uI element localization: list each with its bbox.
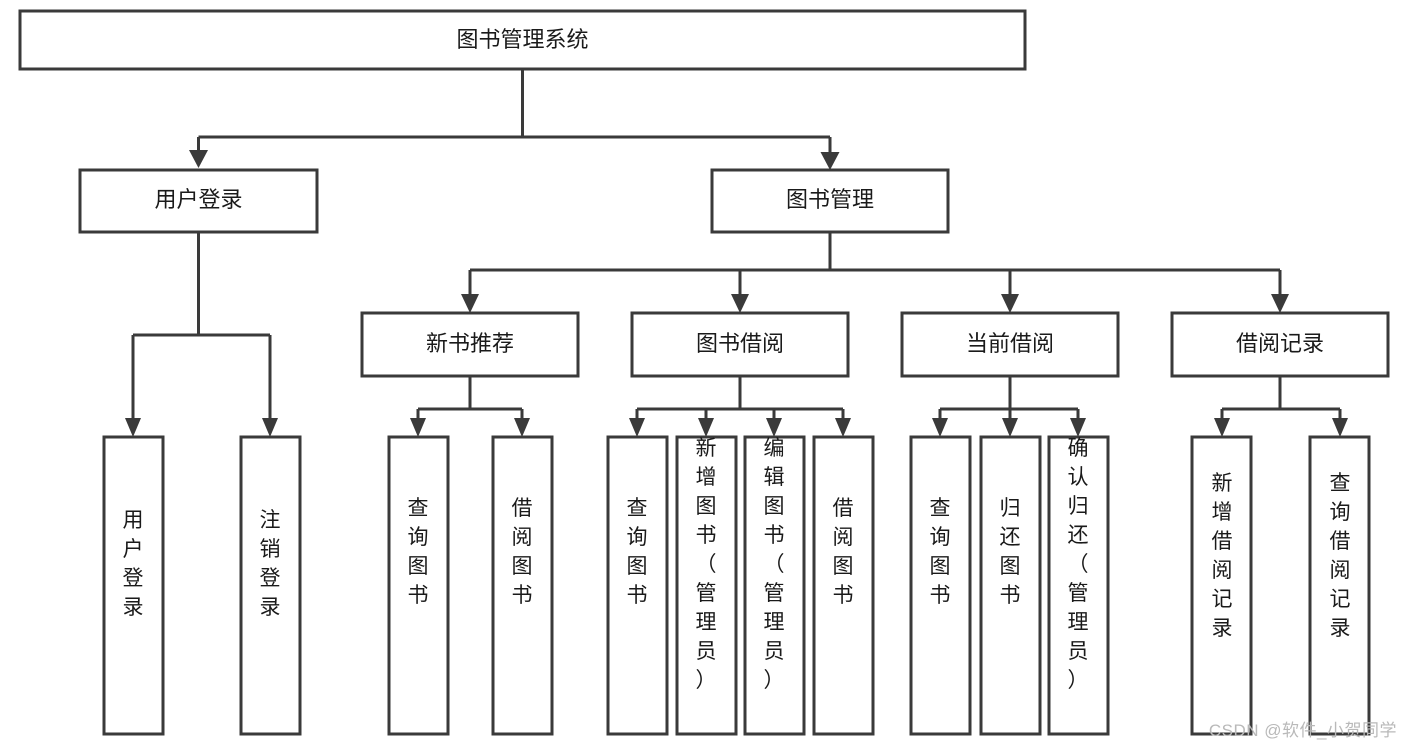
leaf-borrow-edit-book-box[interactable] [743, 435, 806, 736]
arrow-newbook-leaf-1-icon [410, 418, 426, 437]
arrow-to-borrow-icon [731, 294, 749, 313]
leaf-user-login-logout[interactable]: 注销登录 [239, 435, 302, 736]
leaf-current-return-label: 归还图书 [1000, 497, 1021, 607]
leaf-user-login-login-label: 用户登录 [123, 509, 144, 619]
arrow-to-current-icon [1001, 294, 1019, 313]
node-user-login-label: 用户登录 [154, 187, 242, 212]
csdn-watermark: CSDN @软件_小贺同学 [1208, 721, 1397, 740]
leaf-borrow-edit-book[interactable]: 编辑图书（管理员） [743, 435, 806, 736]
leaf-borrow-query[interactable]: 查询图书 [606, 435, 669, 736]
node-book-management-box[interactable] [710, 168, 950, 234]
leaf-record-query-box[interactable] [1308, 435, 1371, 736]
node-current-borrow-box[interactable] [900, 311, 1120, 378]
node-user-login-box[interactable] [78, 168, 319, 234]
node-book-borrow-box[interactable] [630, 311, 850, 378]
leaf-borrow-borrow-book-box[interactable] [812, 435, 875, 736]
node-new-book-recommend-box[interactable] [360, 311, 580, 378]
arrow-borrow-leaf-1-icon [629, 418, 645, 437]
arrow-current-leaf-3-icon [1070, 418, 1086, 437]
leaf-user-login-logout-label: 注销登录 [260, 509, 281, 619]
arrow-current-leaf-2-icon [1002, 418, 1018, 437]
node-current-borrow[interactable]: 当前借阅 [900, 311, 1120, 378]
leaf-borrow-add-book[interactable]: 新增图书（管理员） [675, 435, 738, 736]
leaf-record-query[interactable]: 查询借阅记录 [1308, 435, 1371, 736]
arrow-to-record-icon [1271, 294, 1289, 313]
leaf-user-login-login-box[interactable] [102, 435, 165, 736]
leaf-current-confirm-return[interactable]: 确认归还（管理员） [1047, 435, 1110, 736]
leaf-current-confirm-return-label: 确认归还（管理员） [1068, 437, 1089, 692]
leaf-record-query-label: 查询借阅记录 [1330, 472, 1351, 640]
leaf-new-book-query-box[interactable] [387, 435, 450, 736]
leaf-new-book-query[interactable]: 查询图书 [387, 435, 450, 736]
arrow-borrow-leaf-3-icon [766, 418, 782, 437]
leaf-borrow-add-book-label: 新增图书（管理员） [696, 437, 717, 692]
leaf-borrow-query-label: 查询图书 [627, 497, 648, 607]
node-user-login[interactable]: 用户登录 [78, 168, 319, 234]
node-book-borrow[interactable]: 图书借阅 [630, 311, 850, 378]
arrow-userlogin-leaf-2-icon [262, 418, 278, 437]
leaf-current-confirm-return-box[interactable] [1047, 435, 1110, 736]
node-root[interactable]: 图书管理系统 [18, 9, 1027, 71]
arrow-userlogin-leaf-1-icon [125, 418, 141, 437]
node-book-management[interactable]: 图书管理 [710, 168, 950, 234]
arrow-root-to-book-mgmt-icon [820, 152, 840, 170]
leaf-record-add[interactable]: 新增借阅记录 [1190, 435, 1253, 736]
arrow-newbook-leaf-2-icon [514, 418, 530, 437]
node-book-management-label: 图书管理 [786, 187, 874, 212]
node-current-borrow-label: 当前借阅 [966, 331, 1054, 356]
leaf-new-book-query-label: 查询图书 [408, 497, 429, 607]
leaf-user-login-logout-box[interactable] [239, 435, 302, 736]
arrow-root-to-user-login-icon [189, 150, 208, 168]
node-borrow-record[interactable]: 借阅记录 [1170, 311, 1390, 378]
leaf-borrow-borrow-book[interactable]: 借阅图书 [812, 435, 875, 736]
node-root-box[interactable] [18, 9, 1027, 71]
node-borrow-record-label: 借阅记录 [1236, 331, 1324, 356]
arrow-record-leaf-2-icon [1332, 418, 1348, 437]
leaf-current-query-box[interactable] [909, 435, 972, 736]
arrow-current-leaf-1-icon [932, 418, 948, 437]
leaf-record-add-box[interactable] [1190, 435, 1253, 736]
leaf-user-login-login[interactable]: 用户登录 [102, 435, 165, 736]
arrow-record-leaf-1-icon [1214, 418, 1230, 437]
node-borrow-record-box[interactable] [1170, 311, 1390, 378]
leaf-borrow-add-book-box[interactable] [675, 435, 738, 736]
leaf-current-return[interactable]: 归还图书 [979, 435, 1042, 736]
leaf-record-add-label: 新增借阅记录 [1212, 472, 1233, 640]
connector-layer [125, 69, 1348, 437]
arrow-to-newbook-icon [461, 294, 479, 313]
arrow-borrow-leaf-2-icon [698, 418, 714, 437]
leaf-borrow-query-box[interactable] [606, 435, 669, 736]
node-book-borrow-label: 图书借阅 [696, 331, 784, 356]
leaf-borrow-edit-book-label: 编辑图书（管理员） [764, 437, 785, 692]
leaf-new-book-borrow[interactable]: 借阅图书 [491, 435, 554, 736]
leaf-new-book-borrow-label: 借阅图书 [512, 497, 533, 607]
arrow-borrow-leaf-4-icon [835, 418, 851, 437]
leaf-current-return-box[interactable] [979, 435, 1042, 736]
leaf-current-query[interactable]: 查询图书 [909, 435, 972, 736]
node-new-book-recommend-label: 新书推荐 [426, 331, 514, 356]
node-new-book-recommend[interactable]: 新书推荐 [360, 311, 580, 378]
leaf-current-query-label: 查询图书 [930, 497, 951, 607]
node-root-label: 图书管理系统 [456, 27, 588, 52]
leaf-new-book-borrow-box[interactable] [491, 435, 554, 736]
leaf-borrow-borrow-book-label: 借阅图书 [833, 497, 854, 607]
